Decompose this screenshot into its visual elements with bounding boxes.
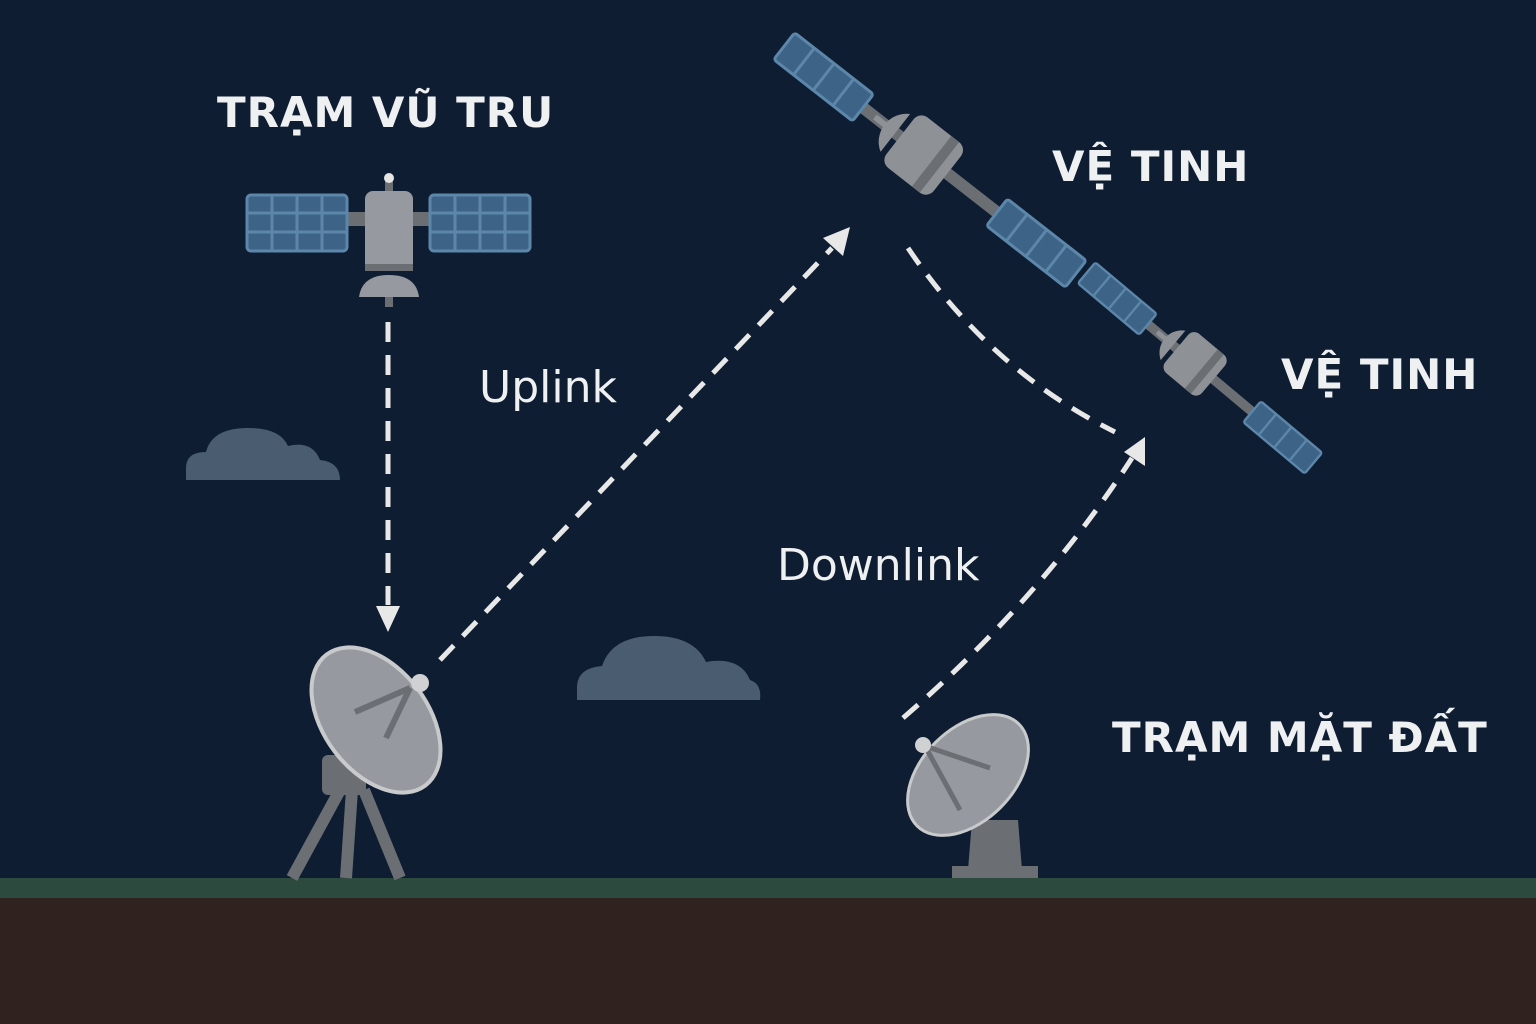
uplink-label: Uplink	[479, 362, 617, 413]
downlink-path	[901, 456, 1135, 720]
satellite-2-label: VỆ TINH	[1281, 350, 1479, 399]
ground	[0, 898, 1536, 1024]
ground-station-dish-icon	[906, 713, 1038, 878]
arrowhead-icon	[823, 227, 850, 256]
cloud-icon	[186, 428, 340, 480]
ground-strip	[0, 878, 1536, 898]
downlink-label: Downlink	[777, 540, 980, 591]
cloud-icon	[577, 636, 761, 700]
satellite-crosslink-path	[905, 246, 1117, 435]
arrowhead-icon	[1124, 437, 1145, 466]
space-station-label: TRẠM VŨ TRU	[217, 88, 555, 137]
satellite-icon	[765, 21, 1096, 299]
arrowhead-icon	[376, 606, 400, 632]
satellite-1-label: VỆ TINH	[1052, 142, 1250, 191]
ground-station-label: TRẠM MẶT ĐẤT	[1112, 713, 1488, 762]
uplink-dish-icon	[286, 645, 443, 881]
space-station-icon	[245, 173, 532, 307]
uplink-path	[438, 246, 834, 662]
